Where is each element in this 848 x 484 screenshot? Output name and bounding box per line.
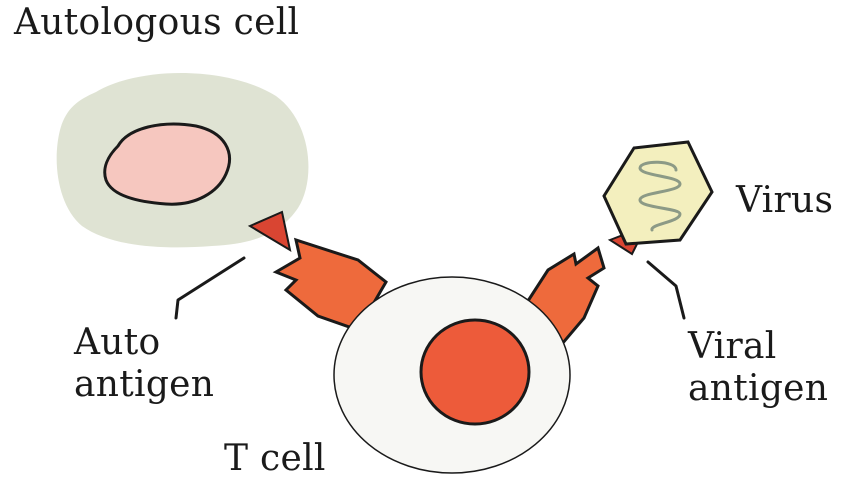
t-cell-label: T cell [224, 438, 326, 480]
viral-antigen-leader-line [648, 262, 684, 318]
viral-antigen-label-line-1: Viral [688, 326, 828, 368]
t-cell [334, 277, 570, 473]
autologous-cell-label: Autologous cell [14, 2, 299, 44]
t-cell-nucleus [421, 320, 529, 424]
virus [604, 142, 712, 244]
viral-antigen-label-line-2: antigen [688, 368, 828, 410]
virus-label: Virus [736, 180, 833, 222]
auto-antigen-label-line-2: antigen [74, 364, 214, 406]
auto-antigen-leader-line [176, 258, 244, 318]
auto-antigen-label: Auto antigen [74, 322, 214, 406]
viral-antigen-label: Viral antigen [688, 326, 828, 410]
auto-antigen-label-line-1: Auto [74, 322, 214, 364]
